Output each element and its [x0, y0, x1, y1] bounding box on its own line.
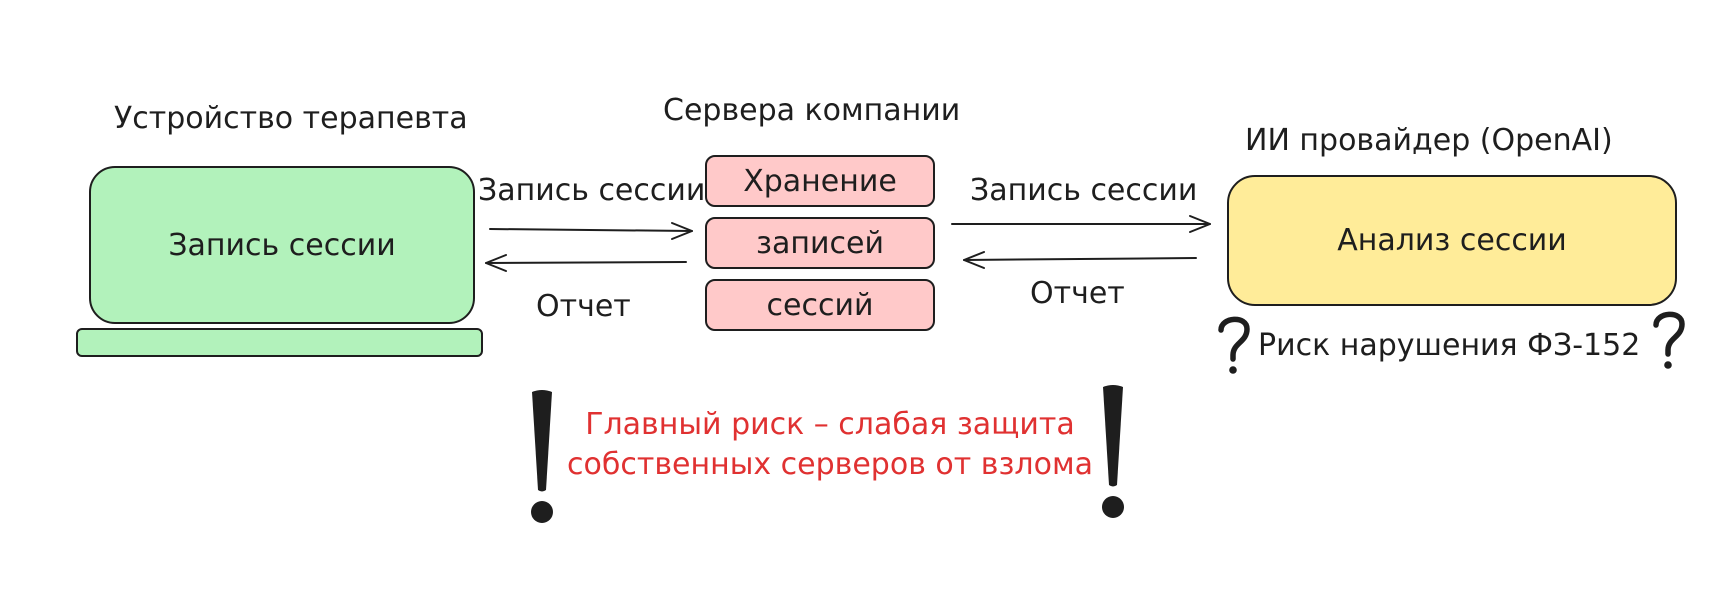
storage-box-3: сессий [705, 279, 935, 331]
arrow-server-to-device [485, 254, 687, 272]
question-mark-icon-left [1218, 316, 1250, 362]
ai-analysis-box: Анализ сессии [1227, 175, 1677, 306]
flow-label-device-to-server: Запись сессии [478, 173, 706, 208]
storage-line-2: записей [756, 225, 884, 261]
storage-box-2: записей [705, 217, 935, 269]
flow-label-ai-to-server: Отчет [1030, 276, 1125, 311]
laptop-base [76, 328, 483, 357]
arrow-server-to-ai [951, 215, 1211, 233]
arrow-device-to-server [489, 222, 693, 240]
exclamation-icon-right [1102, 385, 1124, 518]
ai-analysis-label: Анализ сессии [1337, 223, 1567, 258]
storage-line-1: Хранение [743, 163, 897, 199]
main-risk-warning: Главный риск – слабая защита собственных… [560, 405, 1100, 485]
question-mark-dot-right [1664, 361, 1672, 369]
company-servers-title: Сервера компании [663, 93, 961, 128]
storage-box-1: Хранение [705, 155, 935, 207]
question-mark-icon-right [1653, 311, 1685, 357]
warning-line-1: Главный риск – слабая защита [585, 407, 1075, 442]
warning-line-2: собственных серверов от взлома [567, 447, 1093, 482]
flow-label-server-to-ai: Запись сессии [970, 173, 1198, 208]
ai-provider-title: ИИ провайдер (OpenAI) [1245, 123, 1613, 158]
question-mark-dot-left [1229, 366, 1237, 374]
arrow-ai-to-server [963, 251, 1197, 269]
storage-line-3: сессий [766, 287, 874, 323]
laptop-screen: Запись сессии [89, 166, 475, 324]
flow-label-server-to-device: Отчет [536, 289, 631, 324]
therapist-device-title: Устройство терапевта [114, 101, 468, 136]
exclamation-icon-left [531, 390, 553, 523]
laptop-screen-label: Запись сессии [168, 227, 396, 263]
risk-note: Риск нарушения ФЗ-152 [1258, 328, 1641, 363]
